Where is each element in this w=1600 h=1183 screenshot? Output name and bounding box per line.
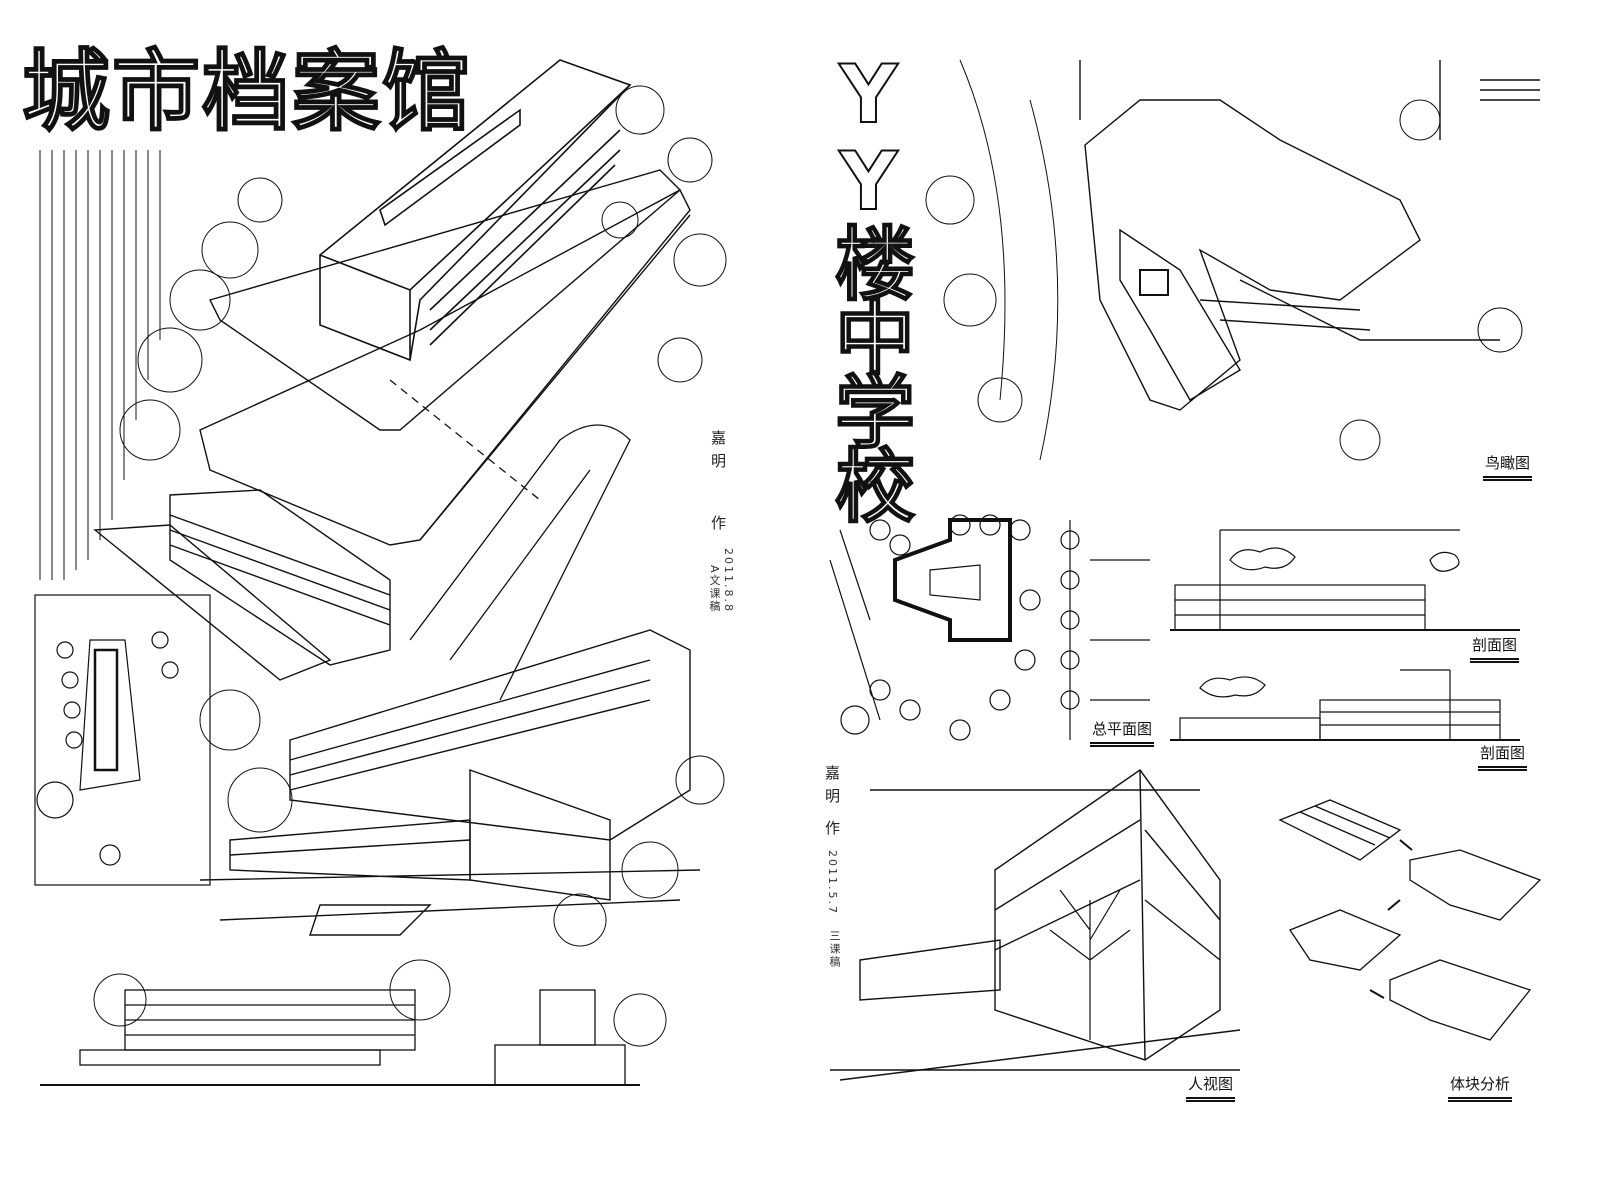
archive-perspective-view [199, 629, 701, 936]
archive-main-block [319, 59, 632, 362]
left-sheet-city-archive: 城市档案馆 嘉明 作 2011.8.8 A文课稿 [0, 0, 760, 1183]
school-massing-analysis [1278, 799, 1542, 1041]
right-note: 三课稿 [828, 930, 841, 969]
city-archive-drawing [34, 59, 727, 1086]
school-site-plan [829, 514, 1150, 741]
access-road [389, 379, 631, 701]
school-section-2 [1170, 669, 1520, 741]
right-author-suffix: 作 [823, 820, 841, 843]
school-perspective-view [830, 769, 1241, 1081]
left-date: 2011.8.8 [722, 548, 735, 613]
label-perspective-view: 人视图 [1186, 1073, 1236, 1102]
archive-elevation [40, 989, 640, 1086]
label-massing-analysis: 体块分析 [1448, 1073, 1513, 1102]
right-author-signature: 嘉明 [823, 765, 841, 811]
archive-lower-block [93, 489, 391, 681]
school-aerial-view [925, 59, 1540, 461]
label-aerial-view: 鸟瞰图 [1483, 452, 1533, 481]
left-note: A文课稿 [708, 565, 721, 614]
label-site-plan: 总平面图 [1090, 718, 1155, 747]
archive-site-plan [34, 594, 211, 886]
label-section-2: 剖面图 [1478, 742, 1528, 771]
left-author-suffix: 作 [709, 515, 727, 538]
right-date: 2011.5.7 [826, 850, 839, 915]
vertical-stripes [39, 150, 161, 580]
right-sheet-school: YY楼中学校 嘉明 作 2011.5.7 三课稿 鸟瞰图 总平面图 剖面图 剖面… [800, 0, 1600, 1183]
school-title: YY楼中学校 [821, 47, 916, 519]
city-archive-title: 城市档案馆 [21, 40, 473, 143]
archive-podium [199, 169, 691, 546]
label-section-1: 剖面图 [1470, 634, 1520, 663]
school-section-1 [1170, 529, 1520, 631]
left-author-signature: 嘉明 [709, 430, 727, 476]
school-drawing [829, 59, 1542, 1081]
